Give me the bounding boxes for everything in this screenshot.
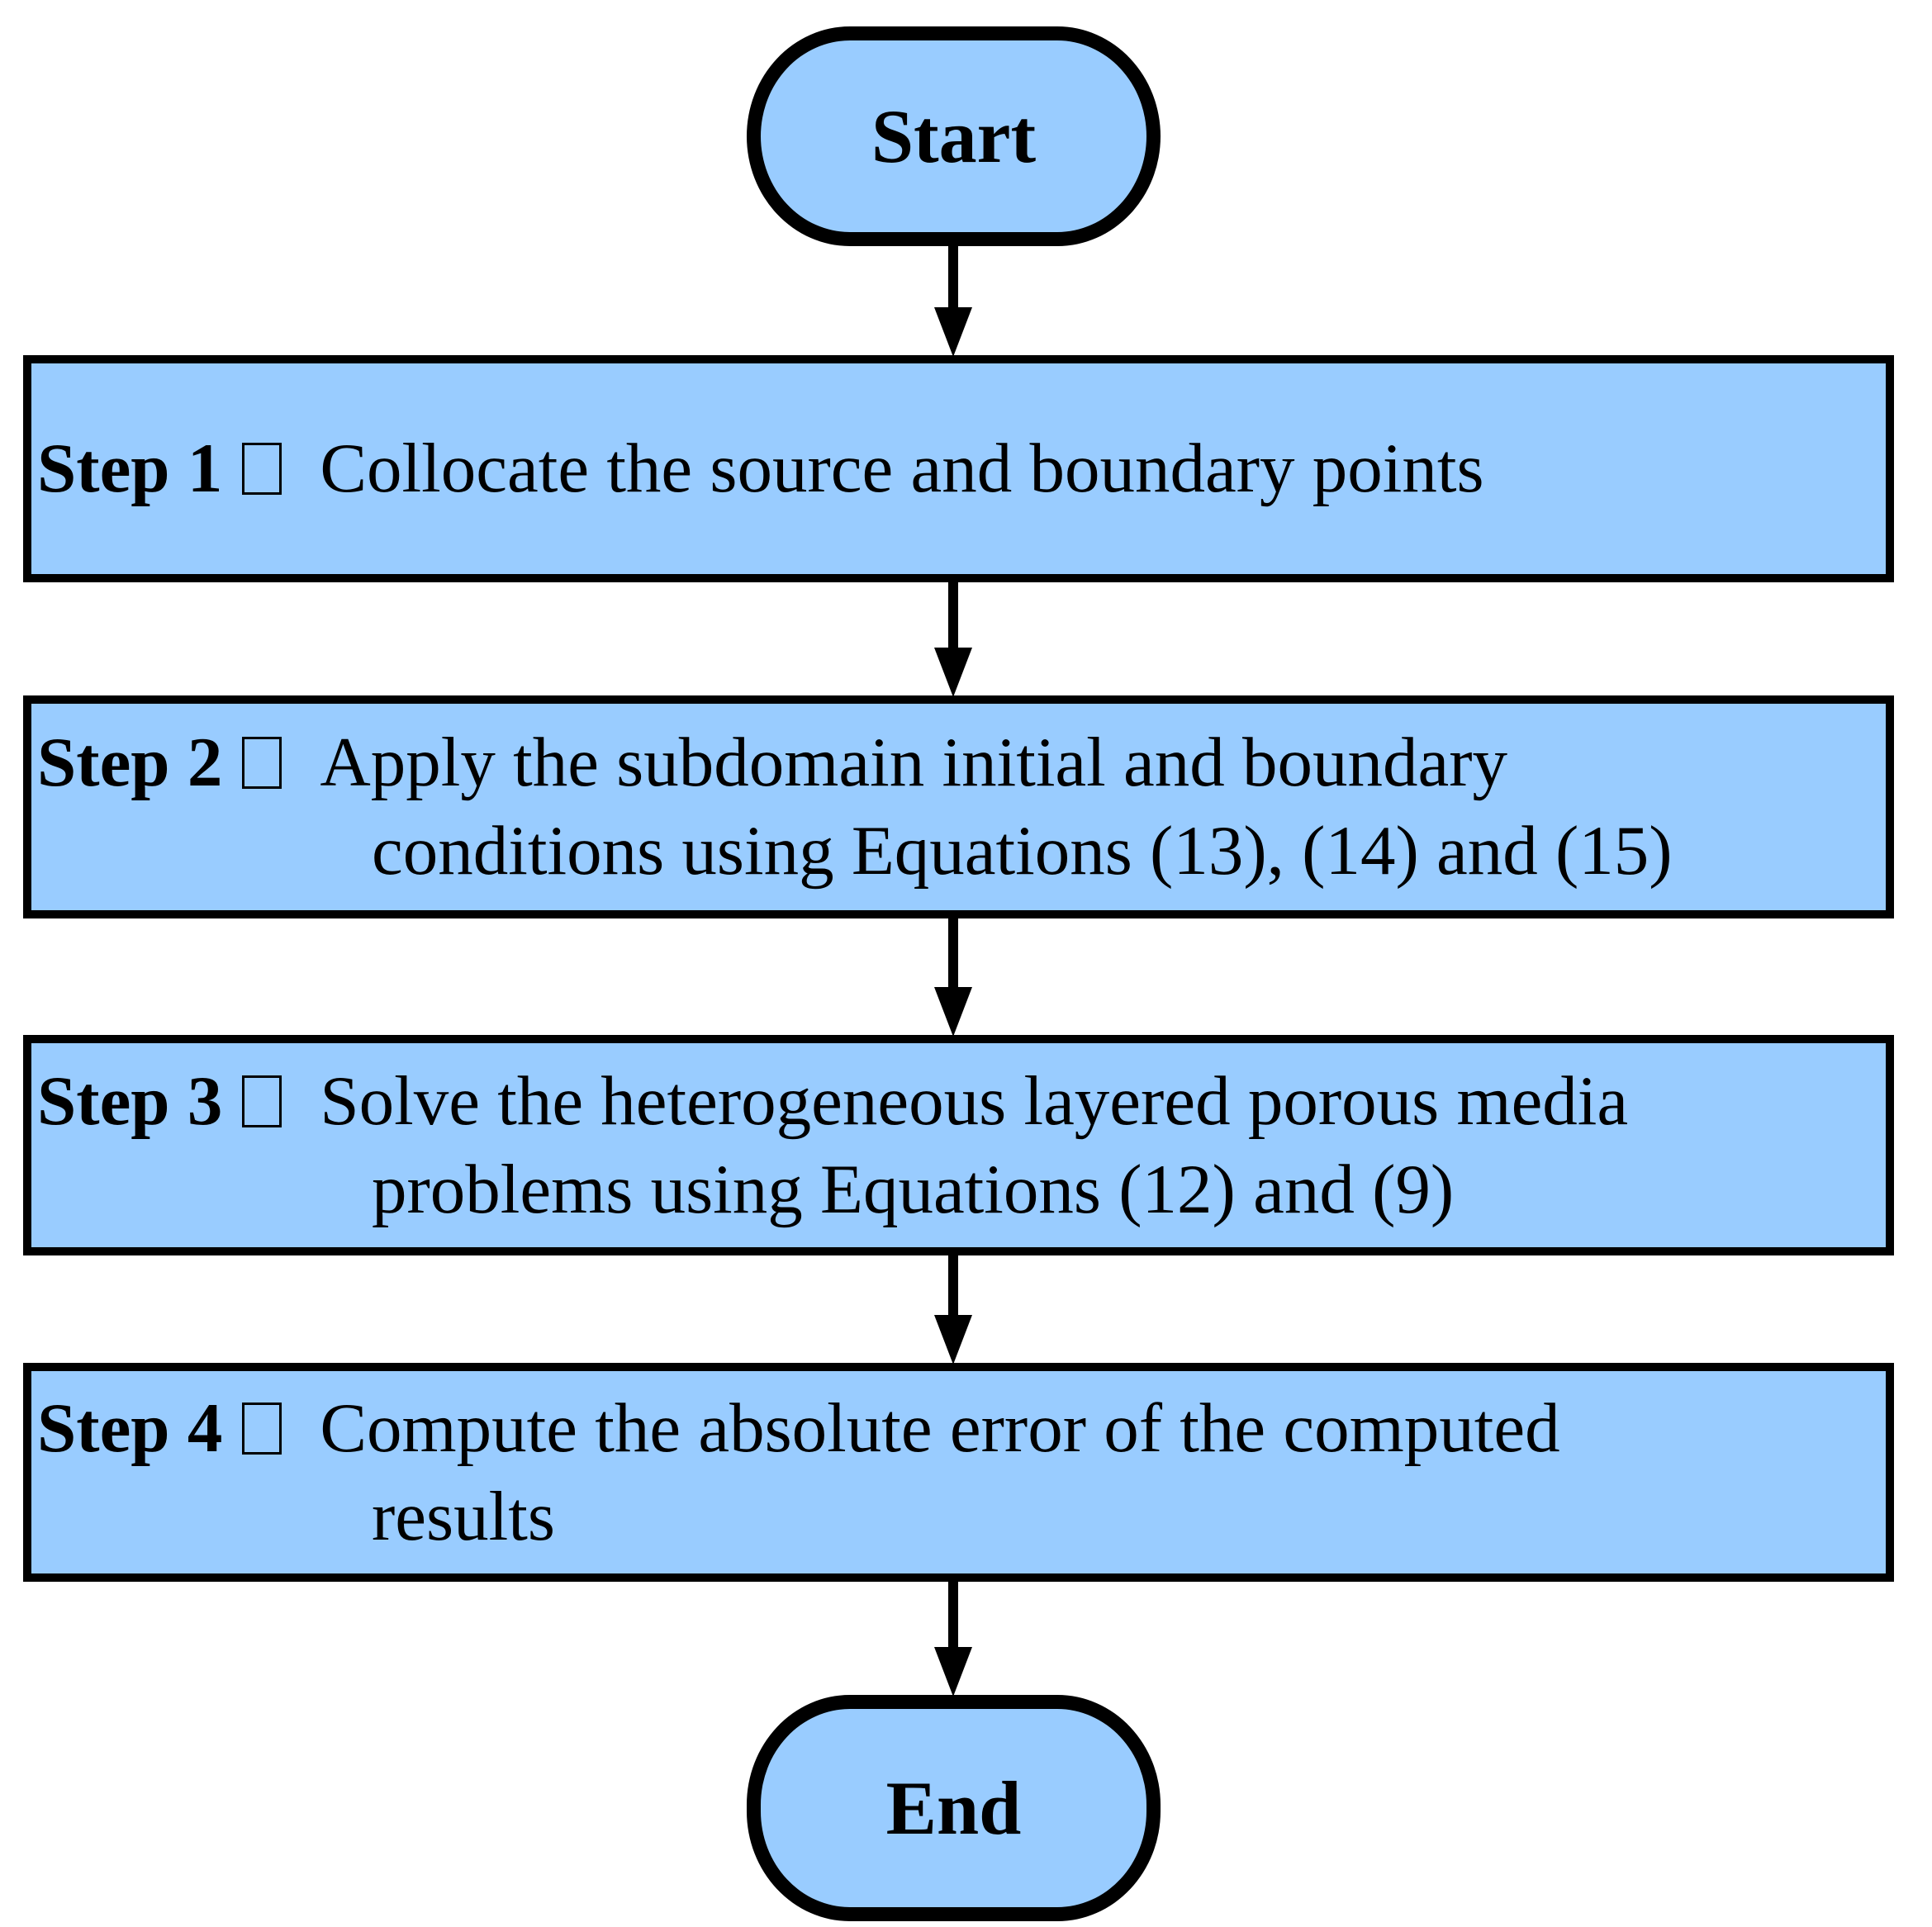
arrowhead-icon: [934, 1315, 972, 1365]
start-terminal-node: Start: [747, 26, 1161, 246]
arrow-shaft: [948, 1255, 958, 1322]
arrowhead-icon: [934, 307, 972, 357]
step-2-label: Step 2: [37, 724, 223, 801]
start-label: Start: [871, 94, 1037, 178]
step-4-description: Compute the absolute error of the comput…: [320, 1388, 1560, 1555]
step-4-label: Step 4: [37, 1388, 223, 1467]
arrow-shaft: [948, 246, 958, 314]
flow-arrow-2: [933, 582, 973, 697]
process-step-3: Step 3 Solve the heterogeneous layered po…: [23, 1035, 1894, 1255]
process-step-3-text: Step 3 Solve the heterogeneous layered po…: [31, 1057, 1886, 1234]
flow-arrow-4: [933, 1255, 973, 1365]
arrowhead-icon: [934, 1647, 972, 1697]
process-step-1-text: Step 1 Collocate the source and boundary …: [31, 425, 1886, 513]
flow-arrow-5: [933, 1582, 973, 1697]
end-label: End: [885, 1766, 1022, 1850]
step-1-label: Step 1: [37, 430, 223, 507]
arrowhead-icon: [934, 987, 972, 1037]
arrow-shaft: [948, 918, 958, 994]
process-step-4: Step 4 Compute the absolute error of the …: [23, 1363, 1894, 1582]
process-step-2: Step 2 Apply the subdomain initial and bo…: [23, 695, 1894, 918]
end-terminal-node: End: [747, 1695, 1161, 1921]
missing-glyph-icon: [242, 1402, 282, 1455]
arrow-shaft: [948, 582, 958, 654]
arrow-shaft: [948, 1582, 958, 1654]
process-step-4-text: Step 4 Compute the absolute error of the …: [31, 1384, 1886, 1561]
flow-arrow-1: [933, 246, 973, 357]
arrowhead-icon: [934, 648, 972, 697]
missing-glyph-icon: [242, 443, 282, 495]
process-step-1: Step 1 Collocate the source and boundary …: [23, 355, 1894, 582]
flow-arrow-3: [933, 918, 973, 1037]
step-1-description: Collocate the source and boundary points: [320, 430, 1484, 507]
missing-glyph-icon: [242, 1075, 282, 1127]
process-step-2-text: Step 2 Apply the subdomain initial and bo…: [31, 719, 1886, 895]
step-3-label: Step 3: [37, 1061, 223, 1140]
missing-glyph-icon: [242, 737, 282, 789]
step-2-description: Apply the subdomain initial and boundary…: [320, 724, 1673, 890]
step-3-description: Solve the heterogeneous layered porous m…: [320, 1061, 1629, 1228]
